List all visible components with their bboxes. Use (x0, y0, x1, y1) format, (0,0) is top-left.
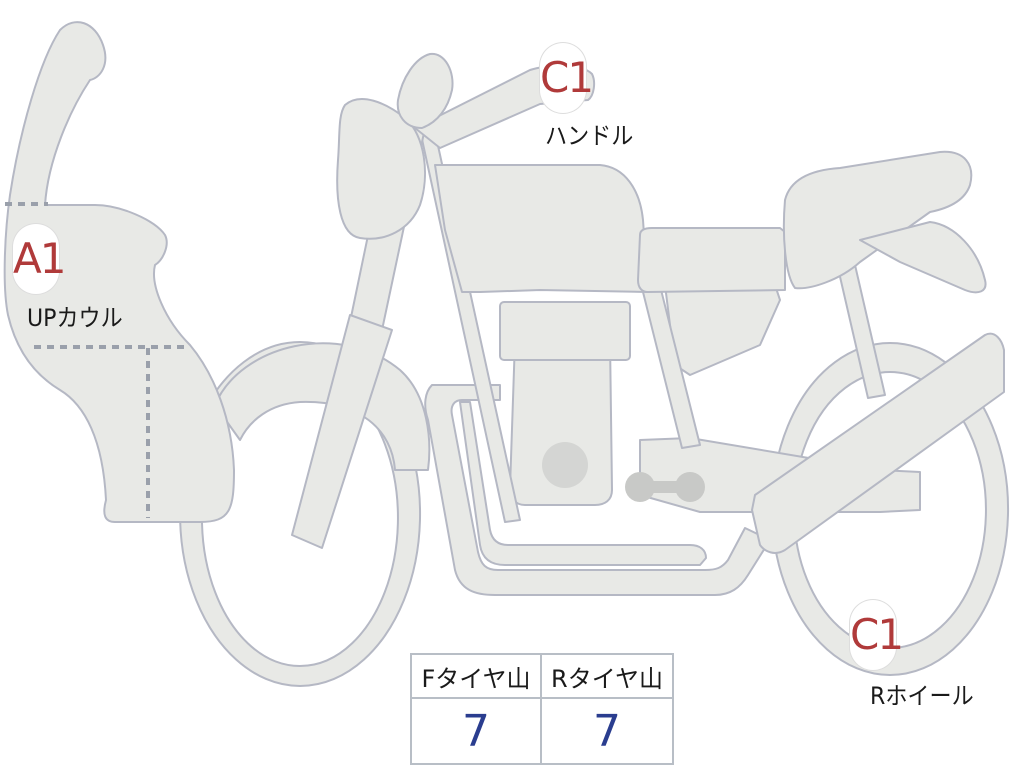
mirror (396, 52, 454, 129)
rear-tread-header: Rタイヤ山 (542, 655, 672, 699)
part-label-upper-cowl: UPカウル (27, 304, 123, 332)
part-code-badge-rear-wheel: C1 (850, 600, 904, 670)
cowl-dashed-lines (5, 202, 190, 518)
seat-rear (782, 150, 973, 290)
front-tread-value: 7 (412, 699, 542, 763)
foot-peg (625, 472, 705, 502)
tire-tread-table: Fタイヤ山 Rタイヤ山 7 7 (410, 653, 674, 765)
rear-tread-value: 7 (593, 705, 621, 757)
exhaust-pipe (424, 384, 771, 596)
front-tread-header: Fタイヤ山 (412, 655, 542, 699)
part-label-handlebar: ハンドル (545, 122, 634, 150)
tail-cowl (859, 221, 987, 294)
part-code-badge-handlebar: C1 (540, 43, 594, 113)
fork-lower (291, 314, 393, 549)
side-cover (664, 284, 781, 376)
part-label-rear-wheel: Rホイール (870, 682, 974, 710)
muffler (751, 332, 1005, 554)
exhaust-pipe-inner (459, 401, 707, 566)
seat-front (637, 227, 786, 293)
fuel-tank (434, 164, 649, 293)
upper-cowl-shape (3, 21, 235, 523)
cylinder-head (499, 301, 631, 361)
part-code-badge-upper-cowl: A1 (13, 224, 66, 294)
engine-cover (542, 442, 588, 488)
